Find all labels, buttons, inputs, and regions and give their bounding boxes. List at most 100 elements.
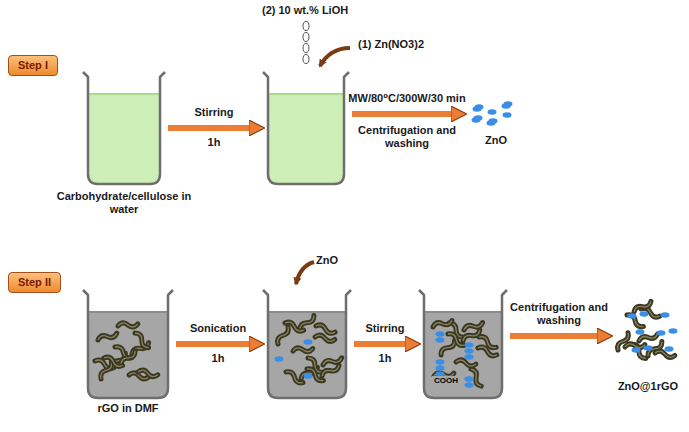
step-title: Step I <box>18 59 48 72</box>
beaker-liquid <box>88 94 160 184</box>
zno-particle <box>669 328 678 334</box>
rgo-sheet <box>118 321 138 328</box>
condition-label: Centrifugation and washing <box>351 124 463 150</box>
zno-particle <box>488 109 497 115</box>
rgo-sheet-shine <box>616 331 630 351</box>
rgo-sheet <box>276 325 290 345</box>
rgo-sheet-shine <box>97 331 118 343</box>
arrow-label: Stirring <box>179 106 249 119</box>
rgo-sheet <box>138 370 159 378</box>
liquid-surface <box>88 93 160 95</box>
beaker-outline <box>83 72 165 184</box>
beaker-outline <box>263 72 349 184</box>
rgo-sheet-shine <box>462 328 481 343</box>
illustration-part <box>616 299 678 360</box>
step-label: Step I <box>8 55 58 76</box>
beaker-outline <box>83 290 173 398</box>
beaker-outline <box>419 290 507 398</box>
zno-particle <box>628 313 637 319</box>
rgo-sheet <box>97 331 118 343</box>
addition-arrow <box>296 262 314 284</box>
liquid-surface <box>268 93 344 95</box>
rgo-sheet-shine <box>133 331 150 349</box>
rgo-sheet-shine <box>477 346 498 358</box>
step-label: Step II <box>8 272 61 293</box>
zno-particle <box>644 345 653 351</box>
node-caption: COOH <box>432 376 460 386</box>
rgo-sheet-shine <box>285 370 305 385</box>
product: ZnO@1rGO <box>616 300 682 372</box>
lioh-drop <box>303 55 309 64</box>
beaker: Carbohydrate/cellulose in water <box>88 72 160 184</box>
node-caption: ZnO@1rGO <box>613 380 683 393</box>
beaker-liquid <box>88 312 168 398</box>
process-arrow <box>176 341 260 347</box>
zno-particle <box>465 354 474 360</box>
rgo-sheet <box>447 332 466 347</box>
liquid-surface <box>268 311 346 313</box>
arrow-label: Stirring <box>355 322 415 335</box>
zno-particle <box>465 342 474 348</box>
zno-particle <box>275 356 284 362</box>
beaker: ZnO <box>268 290 346 398</box>
rgo-sheet <box>284 321 304 333</box>
process-arrow <box>352 111 462 117</box>
zno-particle <box>665 346 674 352</box>
rgo-sheet <box>315 335 335 342</box>
zno-particle <box>661 312 670 318</box>
zno-particle <box>304 339 313 345</box>
rgo-sheet <box>321 363 341 378</box>
zno-particle <box>436 337 445 343</box>
zno-particle <box>657 330 666 336</box>
zno-particle <box>436 359 445 365</box>
zno-particle <box>472 117 481 123</box>
liquid-surface <box>88 311 168 313</box>
zno-particle <box>503 112 512 118</box>
rgo-sheet <box>456 360 476 367</box>
zno-particle <box>436 365 445 371</box>
rgo-sheet <box>285 370 305 385</box>
illustration-part <box>83 290 173 398</box>
rgo-sheet-shine <box>99 361 114 381</box>
rgo-sheet-shine <box>321 363 341 378</box>
beaker-outline <box>263 290 351 398</box>
condition-label: 1h <box>365 352 405 365</box>
rgo-sheet-shine <box>276 325 290 345</box>
rgo-sheet <box>133 331 150 349</box>
rgo-sheet-shine <box>284 321 304 333</box>
product: ZnO <box>470 100 522 128</box>
node-caption: ZnO <box>470 134 522 147</box>
illustration-part <box>263 72 349 184</box>
process-arrow <box>168 125 260 131</box>
zno-particle <box>465 382 474 388</box>
node-caption: (1) Zn(NO3)2 <box>358 38 453 51</box>
illustration-part <box>263 290 351 398</box>
zno-particle <box>502 103 511 109</box>
illustration-part <box>472 101 513 126</box>
zno-particle <box>632 347 641 353</box>
rgo-sheet-shine <box>103 356 123 368</box>
rgo-sheet <box>655 351 675 358</box>
rgo-sheet <box>432 318 453 329</box>
rgo-sheet <box>99 361 114 381</box>
addition-arrow <box>320 48 350 66</box>
rgo-sheet-shine <box>447 332 466 347</box>
step-title: Step II <box>18 276 51 289</box>
rgo-sheet-shine <box>118 321 138 328</box>
arrow-label: Centrifugation and washing <box>507 301 611 327</box>
rgo-sheet <box>293 346 313 353</box>
rgo-sheet-shine <box>456 360 476 367</box>
node-caption: Carbohydrate/cellulose in water <box>54 190 194 216</box>
zno-particle <box>436 331 445 337</box>
condition-label: 1h <box>198 352 238 365</box>
rgo-sheet <box>103 356 123 368</box>
zno-particle <box>636 329 645 335</box>
zno-particle <box>465 348 474 354</box>
lioh-drop <box>303 33 309 42</box>
illustration-part <box>419 290 507 398</box>
rgo-sheet-shine <box>432 318 453 329</box>
arrow-label: MW/80⁰C/300W/30 min <box>342 92 472 105</box>
